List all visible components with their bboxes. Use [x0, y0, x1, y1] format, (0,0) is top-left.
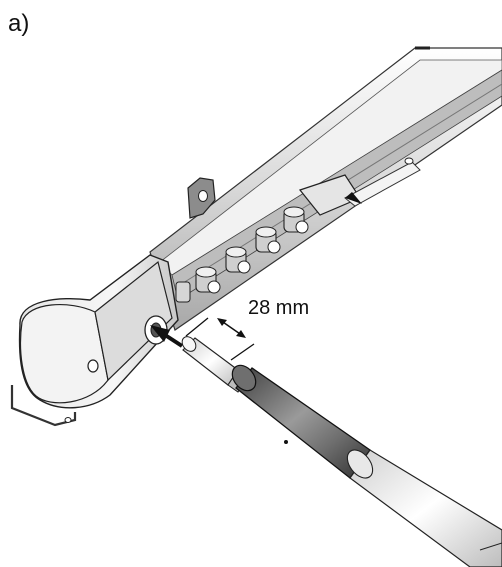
glider-runners: [175, 206, 309, 303]
wall-bracket: [298, 157, 421, 216]
panel-label: a): [8, 10, 30, 37]
glider: [195, 266, 221, 294]
insert-arrow: [150, 325, 184, 348]
end-cap: [10, 254, 179, 427]
mounting-clip: [187, 177, 216, 219]
glider: [255, 226, 281, 254]
dimension-marker: [185, 317, 255, 361]
glider: [283, 206, 309, 234]
glider: [225, 246, 251, 274]
end-stop: [175, 281, 191, 303]
dimension-label: 28 mm: [248, 297, 310, 319]
motor-plug: [181, 336, 502, 567]
